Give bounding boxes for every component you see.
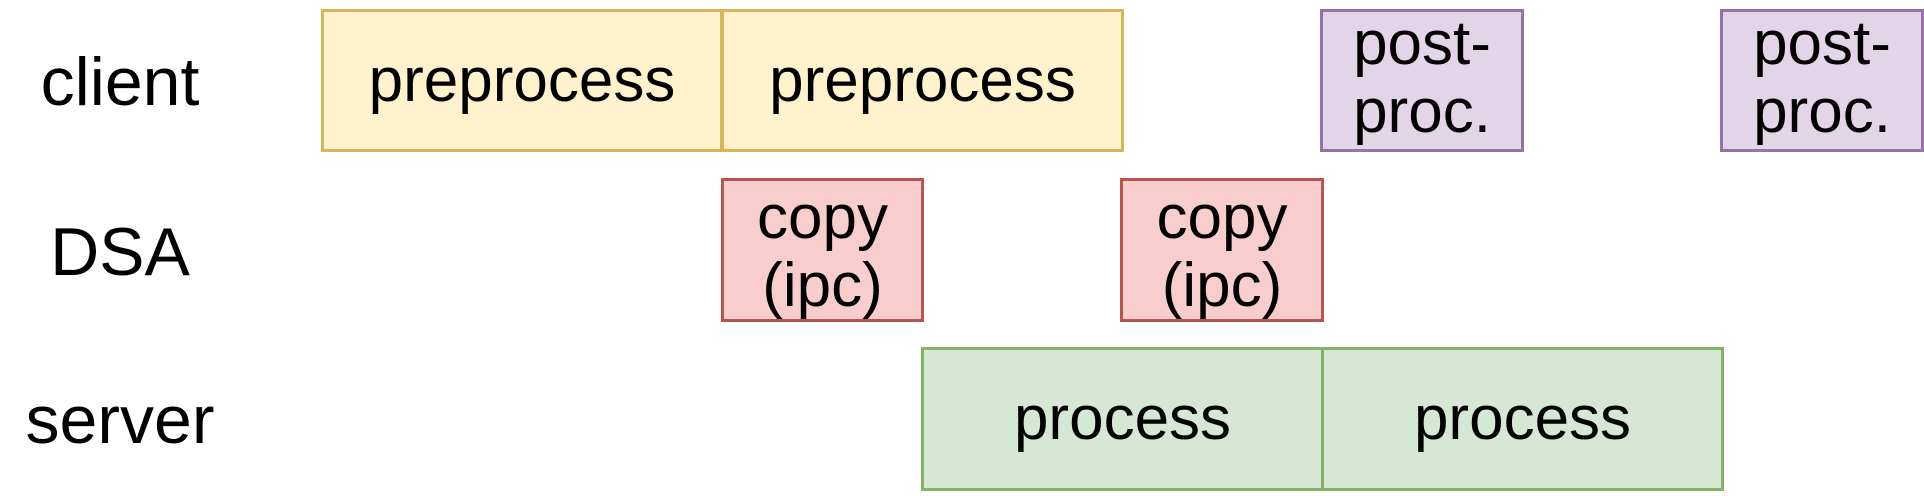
process-block-1: process — [921, 347, 1324, 491]
copy-ipc-block-1: copy (ipc) — [721, 178, 924, 322]
postproc-block-1-label: post- proc. — [1353, 9, 1491, 147]
postproc-block-2-label: post- proc. — [1753, 9, 1891, 147]
copy-ipc-block-2: copy (ipc) — [1120, 178, 1324, 322]
process-block-2: process — [1321, 347, 1724, 491]
copy-ipc-block-1-label: copy (ipc) — [757, 182, 888, 320]
preprocess-block-1-label: preprocess — [368, 45, 676, 115]
preprocess-block-1: preprocess — [321, 9, 723, 152]
row-label-dsa: DSA — [50, 214, 190, 290]
row-label-server: server — [25, 382, 215, 458]
postproc-block-1: post- proc. — [1320, 9, 1524, 152]
row-label-client: client — [40, 44, 200, 120]
process-block-1-label: process — [1013, 384, 1232, 453]
copy-ipc-block-2-label: copy (ipc) — [1156, 182, 1288, 320]
preprocess-block-2-label: preprocess — [769, 45, 1076, 115]
postproc-block-2: post- proc. — [1720, 9, 1924, 152]
preprocess-block-2: preprocess — [721, 9, 1124, 152]
process-block-2-label: process — [1413, 384, 1632, 453]
